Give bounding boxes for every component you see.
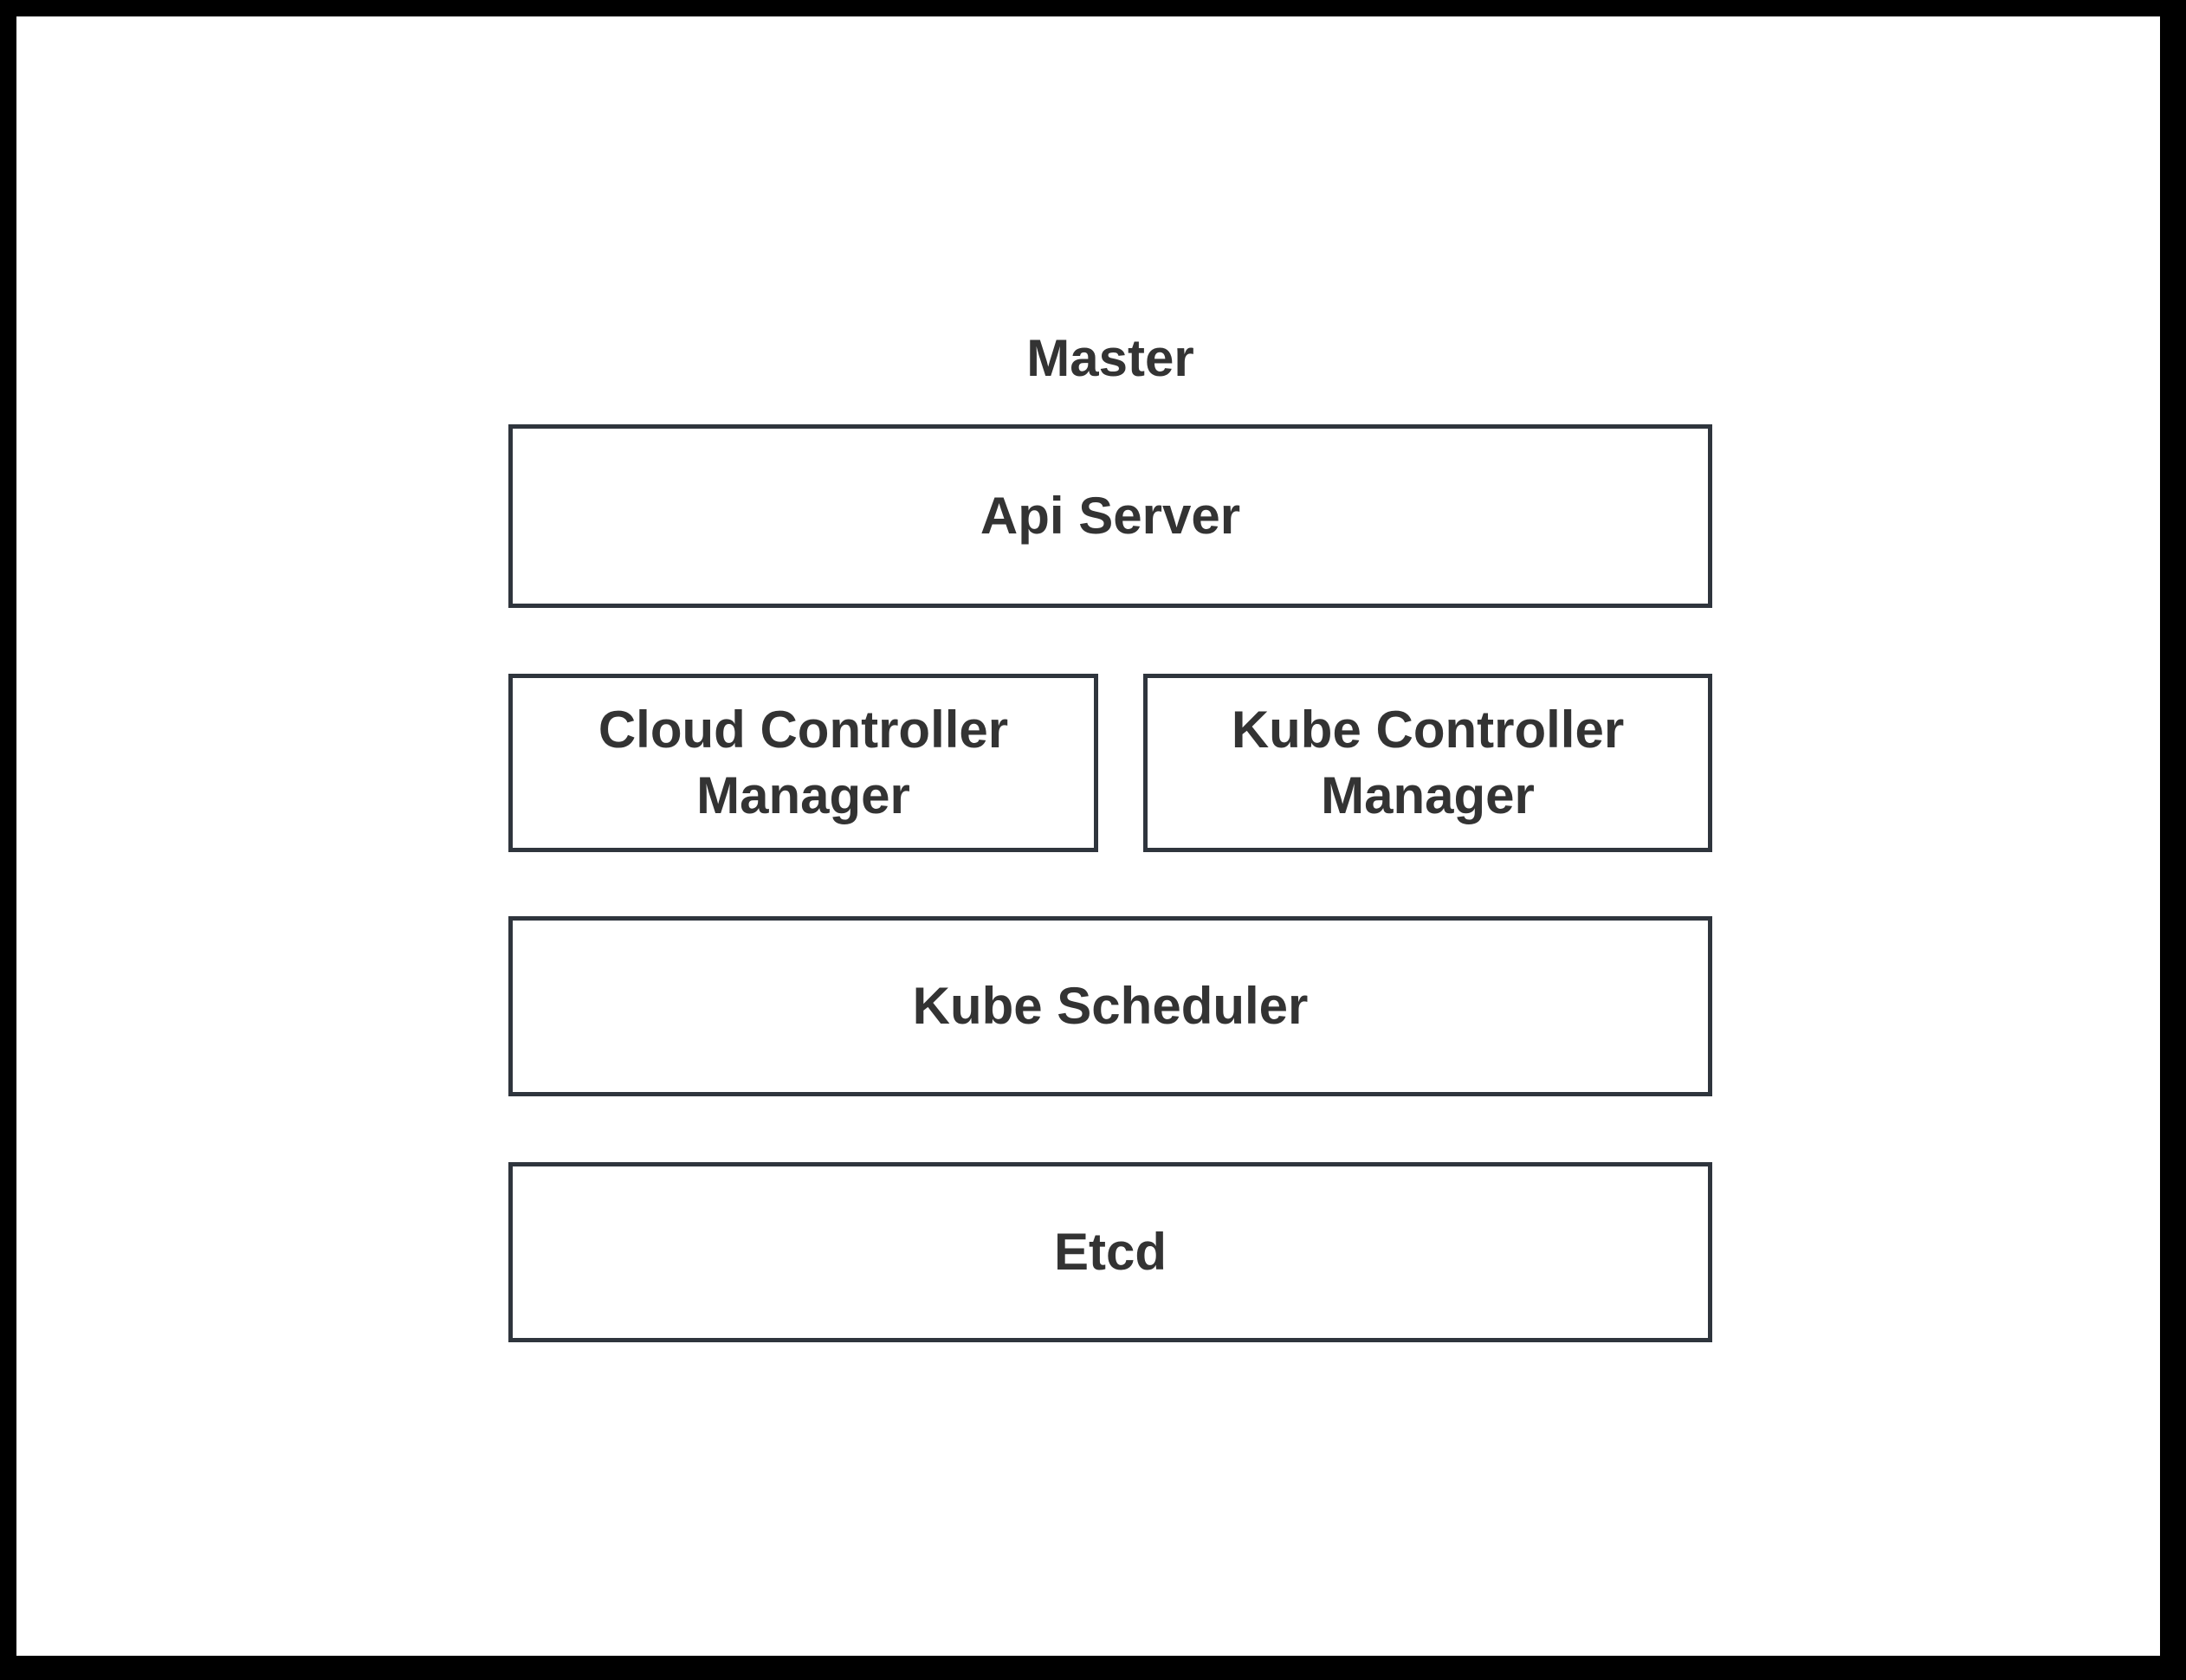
node-kube-scheduler-label: Kube Scheduler xyxy=(912,977,1309,1035)
node-etcd: Etcd xyxy=(508,1162,1712,1342)
node-etcd-label: Etcd xyxy=(1053,1223,1167,1281)
node-api-server: Api Server xyxy=(508,424,1712,608)
node-kube-controller-manager: Kube Controller Manager xyxy=(1143,674,1712,852)
node-cloud-controller-manager-label: Cloud Controller Manager xyxy=(598,701,1009,824)
node-cloud-controller-manager: Cloud Controller Manager xyxy=(508,674,1098,852)
diagram-title: Master xyxy=(1026,329,1194,387)
node-api-server-label: Api Server xyxy=(980,487,1241,545)
node-kube-controller-manager-label: Kube Controller Manager xyxy=(1231,701,1625,824)
node-kube-scheduler: Kube Scheduler xyxy=(508,916,1712,1096)
diagram-canvas: Master Api Server Cloud Controller Manag… xyxy=(16,16,2160,1656)
